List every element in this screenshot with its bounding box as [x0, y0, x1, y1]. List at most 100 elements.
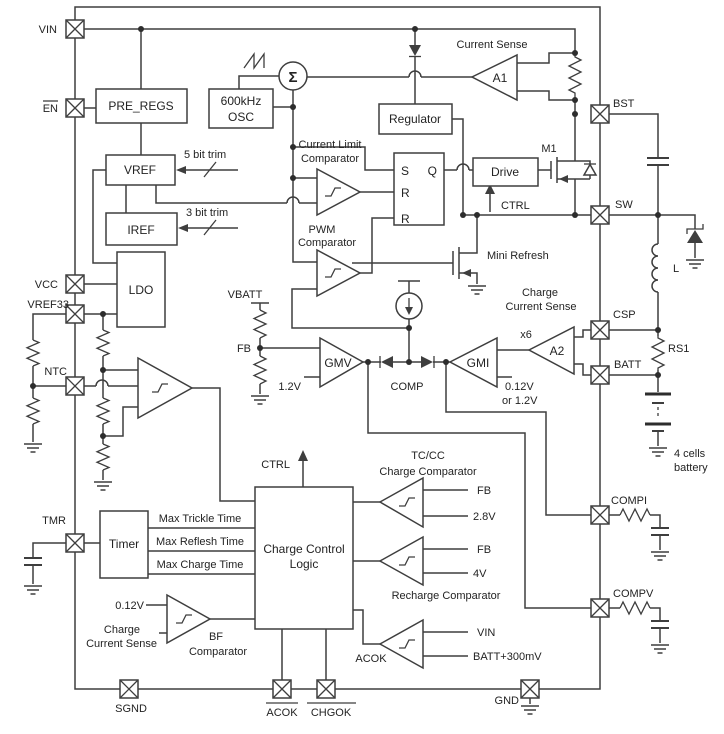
pin-sw	[590, 205, 610, 225]
comp-diode-left-icon	[379, 356, 393, 368]
ground-icon	[650, 551, 670, 561]
pre-regs-label: PRE_REGS	[108, 99, 173, 113]
rs1-label: RS1	[668, 343, 689, 355]
compv-cap	[651, 620, 669, 629]
vref-label: VREF	[124, 163, 156, 177]
inductor-label: L	[673, 263, 679, 275]
v2-8-label: 2.8V	[473, 511, 496, 523]
pin-bst-label: BST	[613, 98, 635, 110]
ctrl-logic-label: CTRL	[261, 459, 290, 471]
fb-tccc-label: FB	[477, 485, 491, 497]
vbatt-divider-top-resistor	[252, 309, 268, 339]
ntc-chain-resistor-1	[95, 329, 111, 357]
ground-icon	[23, 443, 43, 453]
latch-s-label: S	[401, 164, 409, 178]
regulator-label: Regulator	[389, 112, 441, 126]
comp-diode-right-icon	[421, 356, 435, 368]
bf-cs-label-2: Current Sense	[86, 638, 157, 650]
pwm-label-2: Comparator	[298, 237, 356, 249]
inductor-coil	[651, 243, 659, 293]
ntc-chain-resistor-2	[95, 397, 111, 425]
mini-refresh-mosfet	[352, 215, 478, 284]
pin-csp	[590, 320, 610, 340]
comp-label: COMP	[391, 381, 424, 393]
gmi-amp	[448, 336, 498, 389]
bf-comparator	[166, 593, 212, 645]
batt300-label: BATT+300mV	[473, 651, 542, 663]
battery-label-1: 4 cells	[674, 448, 706, 460]
rs1-resistor	[650, 336, 666, 370]
pin-csp-label: CSP	[613, 309, 636, 321]
gmi-ref-label-2: or 1.2V	[502, 395, 538, 407]
regulator-block	[378, 103, 453, 135]
pin-vin-label: VIN	[39, 24, 57, 36]
pin-acok	[272, 679, 292, 699]
mini-refresh-label: Mini Refresh	[487, 250, 549, 262]
recharge-comparator	[378, 535, 424, 587]
pin-vcc	[65, 274, 85, 294]
vbatt-divider-bottom-resistor	[252, 355, 268, 385]
pin-vref33-label: VREF33	[27, 299, 69, 311]
tccc-comparator	[378, 476, 424, 529]
ground-icon	[650, 644, 670, 654]
charge-control-logic-block	[254, 486, 354, 630]
pre-regs-block	[95, 88, 188, 124]
bf-cs-label-1: Charge	[104, 624, 140, 636]
a2-label: A2	[550, 344, 565, 358]
vin-diode-icon	[409, 45, 421, 58]
bf-label-1: BF	[209, 631, 223, 643]
pin-compi	[590, 505, 610, 525]
drive-label: Drive	[491, 165, 519, 179]
compi-cap	[651, 527, 669, 536]
pin-ntc	[65, 376, 85, 396]
current-limit-label-1: Current Limit	[299, 139, 362, 151]
latch-q-label: Q	[428, 164, 437, 178]
charge-current-sense-label-2: Current Sense	[506, 301, 577, 313]
pin-acok-label: ACOK	[266, 707, 298, 719]
ground-icon	[685, 259, 705, 269]
vref-block	[105, 154, 176, 186]
tccc-label-1: TC/CC	[411, 450, 445, 462]
ntc-comparator	[137, 356, 194, 420]
osc-label-2: OSC	[228, 110, 254, 124]
sawtooth-icon	[243, 51, 265, 71]
x6-label: x6	[520, 329, 532, 341]
timer-out1-label: Max Trickle Time	[159, 513, 242, 525]
m1-label: M1	[541, 143, 556, 155]
pin-chgok-label: CHGOK	[311, 707, 352, 719]
current-source-icon	[395, 292, 423, 320]
sr-latch-block	[393, 152, 445, 226]
ldo-label: LDO	[129, 283, 154, 297]
v1-2-label: 1.2V	[278, 381, 301, 393]
latch-r1-label: R	[401, 186, 410, 200]
gmi-label: GMI	[467, 356, 490, 370]
passive-components	[24, 45, 704, 629]
pin-chgok	[316, 679, 336, 699]
junction-dots	[30, 26, 661, 439]
v4-label: 4V	[473, 568, 487, 580]
pin-gnd	[520, 679, 540, 699]
latch-r2-label: R	[401, 212, 410, 226]
gmv-label: GMV	[324, 356, 351, 370]
pin-tmr-label: TMR	[42, 515, 66, 527]
timer-out3-label: Max Charge Time	[157, 559, 244, 571]
compi-resistor	[619, 507, 651, 523]
osc-label-1: 600kHz	[221, 94, 262, 108]
current-limit-comparator	[316, 167, 362, 217]
battery-label-2: battery	[674, 462, 708, 474]
recharge-comparator-label: Recharge Comparator	[392, 590, 501, 602]
sw-schottky-diode-icon	[686, 224, 704, 243]
ccl-label-2: Logic	[290, 557, 319, 571]
gmv-amp	[319, 336, 365, 389]
current-sense-label: Current Sense	[457, 39, 528, 51]
pin-en-label: EN	[43, 103, 58, 115]
ctrl-drive-label: CTRL	[501, 200, 530, 212]
pin-compv	[590, 598, 610, 618]
osc-block	[208, 88, 274, 129]
acok-comparator	[378, 618, 424, 670]
pin-tmr	[65, 533, 85, 553]
pwm-comparator	[316, 248, 362, 298]
m1-mosfet	[538, 157, 598, 215]
ground-icon	[23, 585, 43, 595]
